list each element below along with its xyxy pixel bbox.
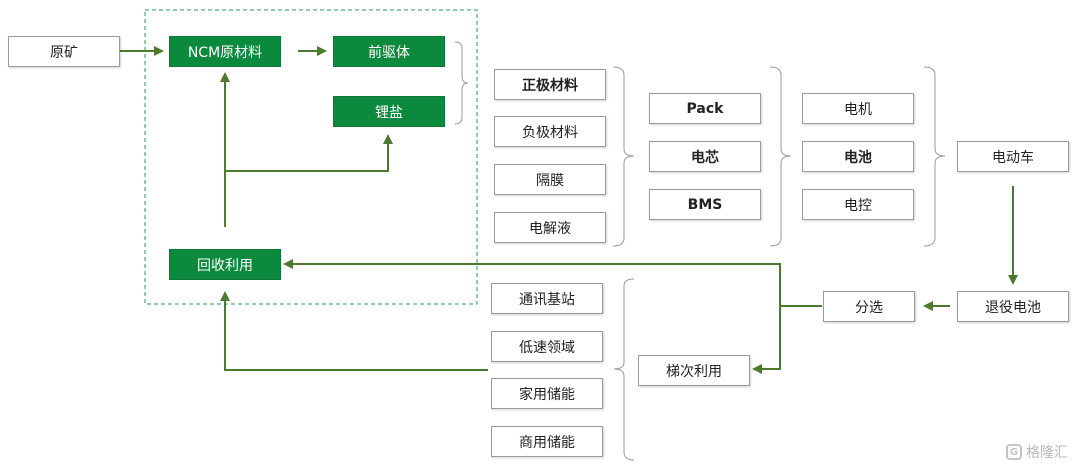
node-bms: BMS: [649, 189, 761, 220]
node-sorting: 分选: [823, 291, 915, 322]
node-cathode: 正极材料: [494, 69, 606, 100]
node-electrolyte: 电解液: [494, 212, 606, 243]
brace-cascade-apps: [613, 278, 635, 461]
watermark: G 格隆汇: [1006, 442, 1068, 462]
brace-cell-components: [769, 66, 792, 247]
node-battery: 电池: [802, 141, 914, 172]
brace-battery-materials: [612, 66, 635, 247]
recycling-group-outline: [144, 9, 478, 305]
watermark-text: 格隆汇: [1026, 445, 1068, 461]
node-low-speed: 低速领域: [491, 331, 603, 362]
brace-ev-components: [923, 66, 946, 247]
node-precursor: 前驱体: [333, 36, 445, 67]
node-controller: 电控: [802, 189, 914, 220]
node-anode: 负极材料: [494, 116, 606, 147]
node-commercial-storage: 商用储能: [491, 426, 603, 457]
node-cascade-use: 梯次利用: [638, 355, 750, 386]
brace-precursor-lithium: [454, 41, 469, 125]
watermark-logo-icon: G: [1006, 444, 1022, 460]
node-ev: 电动车: [957, 141, 1069, 172]
node-base-station: 通讯基站: [491, 283, 603, 314]
node-pack: Pack: [649, 93, 761, 124]
arrow-sorting-to-cascade: [752, 306, 781, 374]
node-ncm-material: NCM原材料: [169, 36, 281, 67]
arrow-cascade-apps-to-recycling: [220, 291, 488, 371]
node-lithium-salt: 锂盐: [333, 96, 445, 127]
node-motor: 电机: [802, 93, 914, 124]
node-cell: 电芯: [649, 141, 761, 172]
node-home-storage: 家用储能: [491, 378, 603, 409]
node-retired-battery: 退役电池: [957, 291, 1069, 322]
node-separator: 隔膜: [494, 164, 606, 195]
arrow-sorting-to-recycling: [283, 259, 822, 307]
node-raw-ore: 原矿: [8, 36, 120, 67]
node-recycling: 回收利用: [169, 249, 281, 280]
arrow-recycling-to-lithium-salt: [225, 134, 393, 172]
